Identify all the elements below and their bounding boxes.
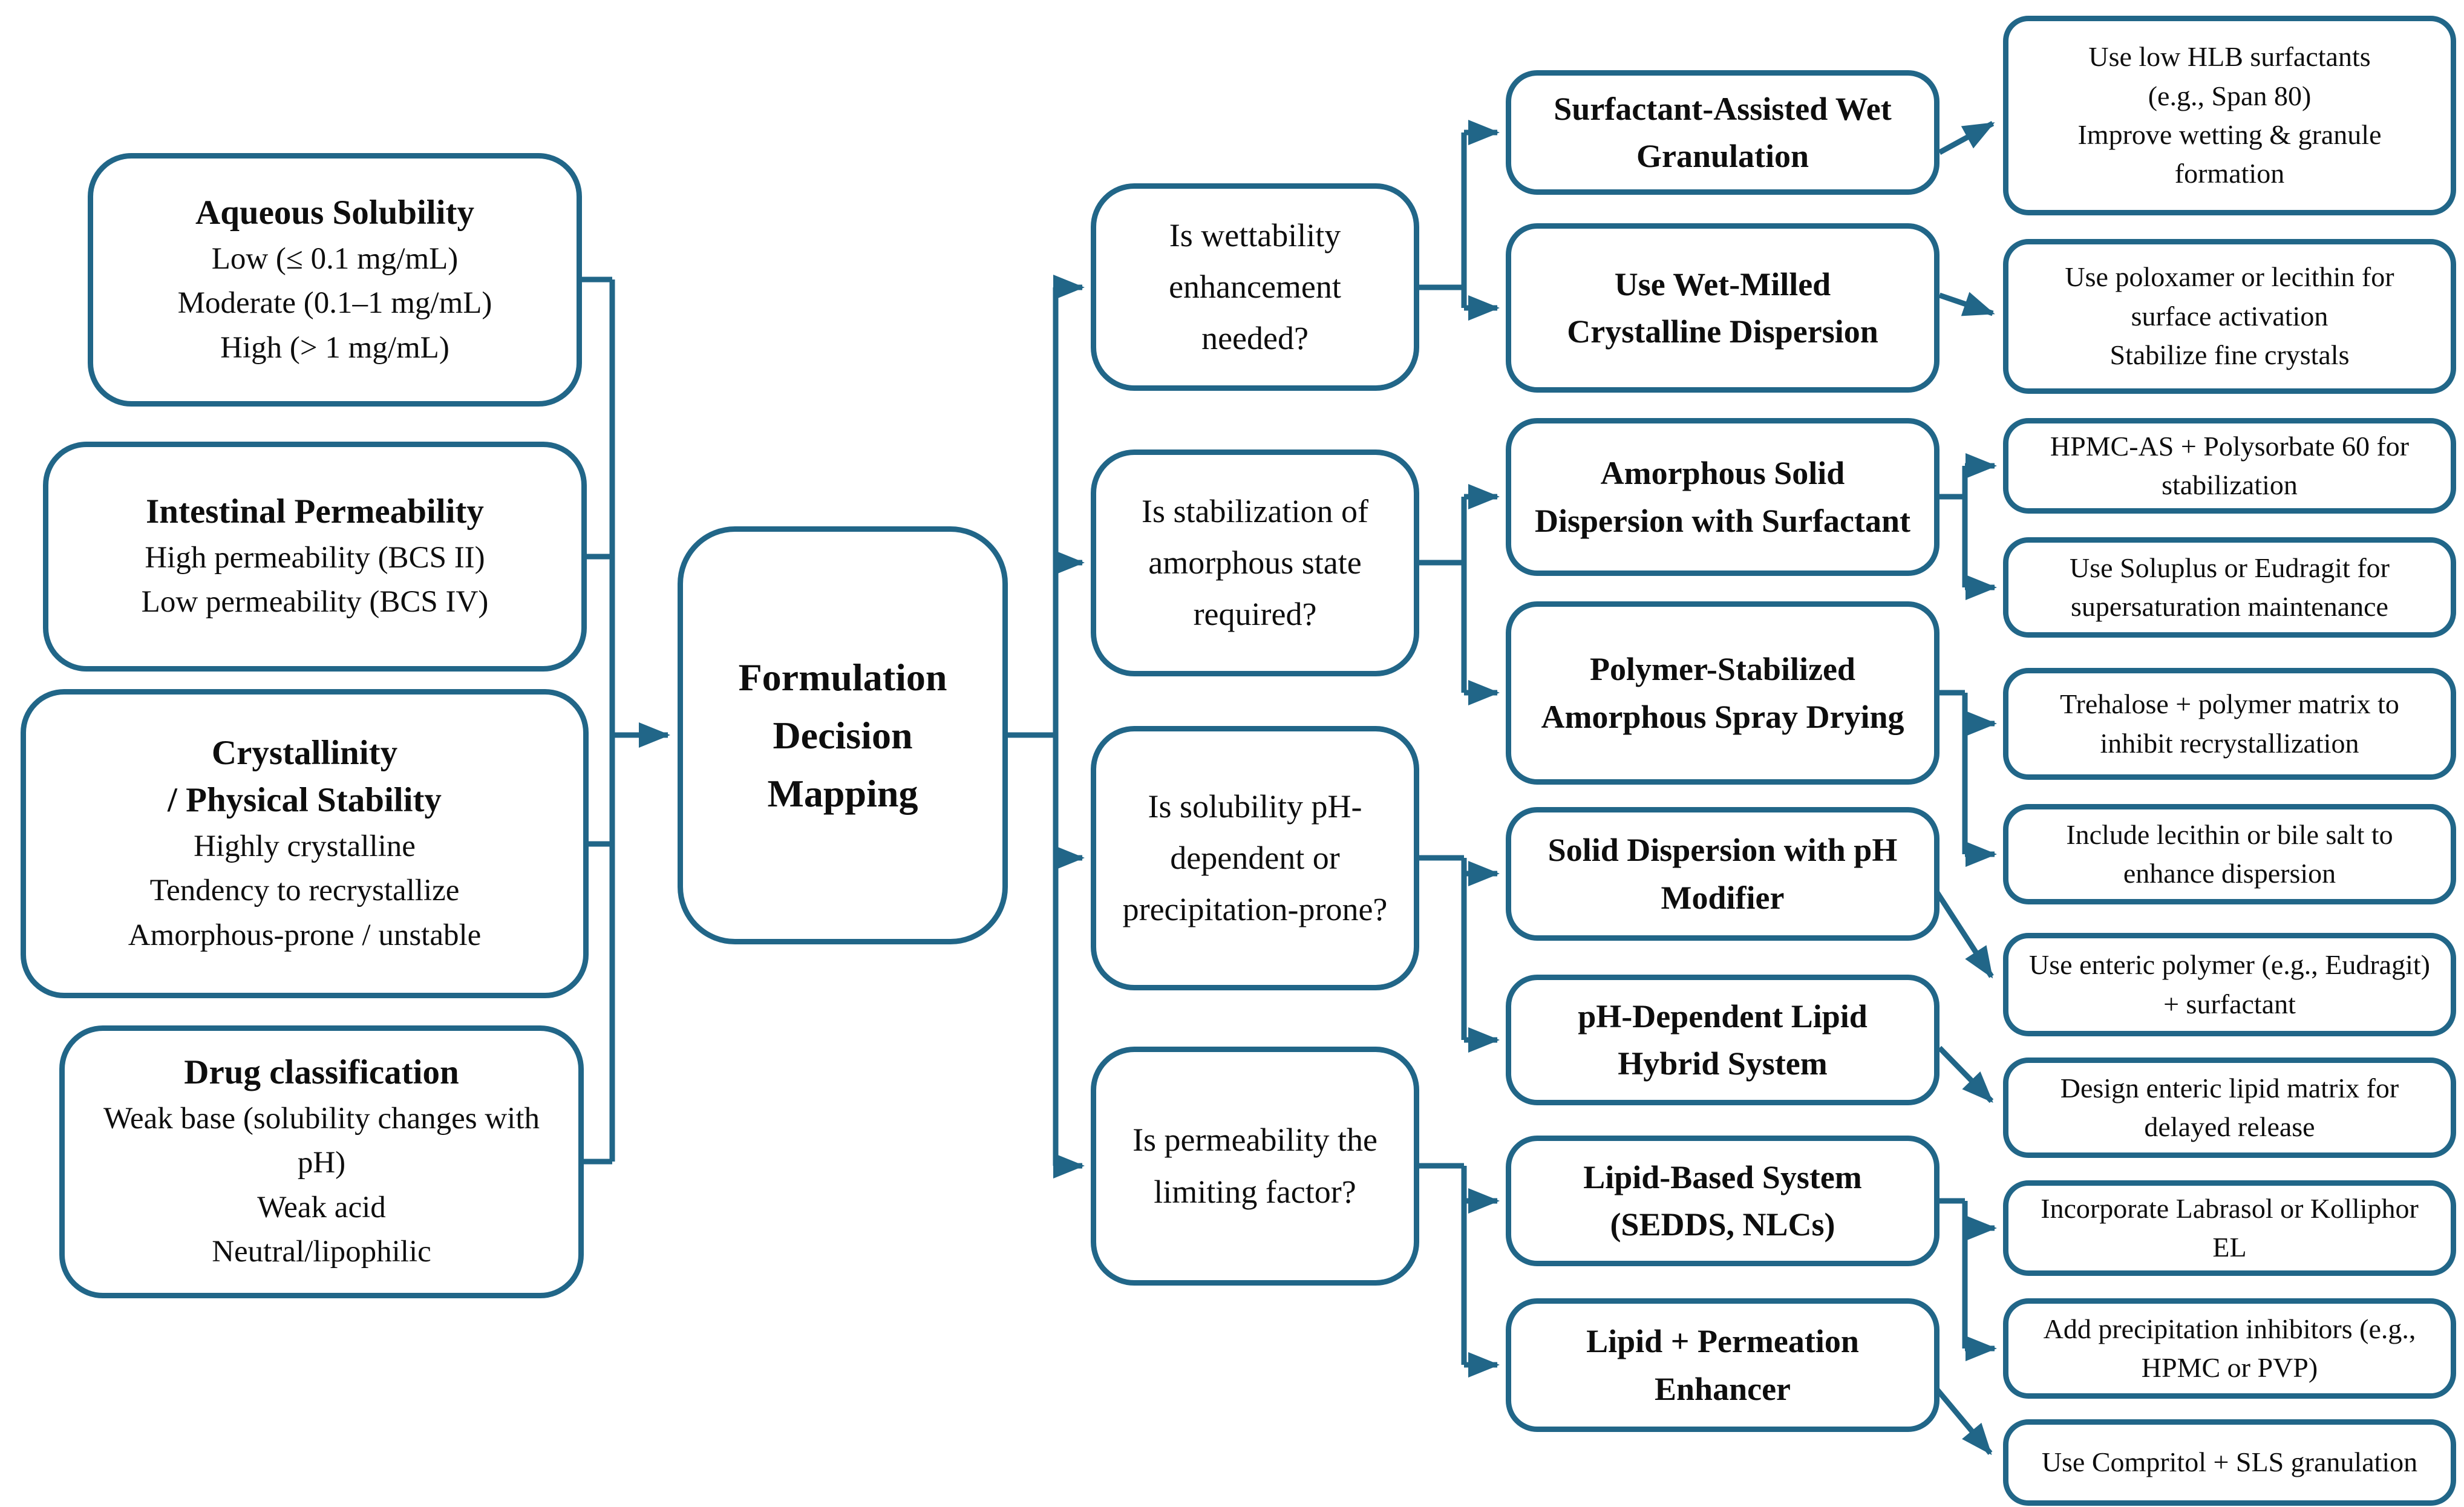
strategy-amorphous-solid-dispersion-surfactant: Amorphous Solid Dispersion with Surfacta… xyxy=(1506,418,1940,576)
reco-text: Use Compritol + SLS granulation xyxy=(2041,1447,2418,1478)
input-title: Drug classification xyxy=(184,1053,459,1092)
reco-line: Use low HLB surfactants xyxy=(2088,41,2371,73)
strategy-solid-dispersion-ph-modifier: Solid Dispersion with pH Modifier xyxy=(1506,807,1940,941)
input-line: Moderate (0.1–1 mg/mL) xyxy=(177,286,492,321)
edge-b5-r7-arrow xyxy=(1933,889,1994,979)
strategy-text: Solid Dispersion with pH Modifier xyxy=(1547,832,1898,916)
edge-q2-bracket xyxy=(1419,497,1467,693)
input-line: Neutral/lipophilic xyxy=(212,1235,431,1269)
input-line: Highly crystalline xyxy=(194,829,416,863)
input-drug-classification: Drug classification Weak base (solubilit… xyxy=(59,1025,584,1298)
input-line: Tendency to recrystallize xyxy=(149,874,460,908)
question-text: Is wettability enhancement needed? xyxy=(1169,217,1341,357)
reco-hpmc-as-polysorbate: HPMC-AS + Polysorbate 60 for stabilizati… xyxy=(2003,418,2456,514)
reco-text: Use Soluplus or Eudragit for supersatura… xyxy=(2070,552,2390,622)
reco-text: Trehalose + polymer matrix to inhibit re… xyxy=(2060,688,2399,759)
strategy-surfactant-assisted-wet-granulation: Surfactant-Assisted Wet Granulation xyxy=(1506,70,1940,195)
input-title: Intestinal Permeability xyxy=(146,492,484,531)
reco-text: Add precipitation inhibitors (e.g., HPMC… xyxy=(2043,1313,2416,1383)
input-title: / Physical Stability xyxy=(168,781,442,820)
question-permeability: Is permeability the limiting factor? xyxy=(1091,1047,1419,1286)
edge-b3-bracket xyxy=(1940,466,1968,587)
strategy-polymer-stabilized-amorphous-spray-drying: Polymer-Stabilized Amorphous Spray Dryin… xyxy=(1506,601,1940,785)
input-intestinal-permeability: Intestinal Permeability High permeabilit… xyxy=(43,442,587,672)
reco-poloxamer-lecithin: Use poloxamer or lecithin for surface ac… xyxy=(2003,239,2456,394)
input-title: Aqueous Solubility xyxy=(195,194,474,232)
reco-line: Stabilize fine crystals xyxy=(2109,339,2350,371)
edge-b6-r8-arrow xyxy=(1937,1045,1994,1103)
center-formulation-decision-mapping: Formulation Decision Mapping xyxy=(678,526,1008,944)
edge-inputs-trunk xyxy=(582,276,615,1165)
input-title: Crystallinity xyxy=(211,733,398,772)
reco-text: Incorporate Labrasol or Kolliphor EL xyxy=(2041,1192,2419,1263)
edge-b8-r11-arrow xyxy=(1932,1385,1993,1456)
strategy-text: Surfactant-Assisted Wet Granulation xyxy=(1554,90,1892,174)
strategy-text: Use Wet-Milled Crystalline Dispersion xyxy=(1567,266,1878,350)
strategy-lipid-permeation-enhancer: Lipid + Permeation Enhancer xyxy=(1506,1298,1940,1432)
reco-lecithin-bile-salt: Include lecithin or bile salt to enhance… xyxy=(2003,804,2456,904)
edge-b1-r1-arrow xyxy=(1938,121,1995,155)
input-line: Weak acid xyxy=(257,1190,386,1224)
edge-q1-bracket xyxy=(1419,132,1467,308)
strategy-text: Lipid + Permeation Enhancer xyxy=(1586,1323,1859,1407)
reco-line: Use poloxamer or lecithin for surface ac… xyxy=(2065,261,2394,332)
input-line: High permeability (BCS II) xyxy=(145,540,485,575)
edge-b2-r2-arrow xyxy=(1938,292,1995,316)
edge-q3-bracket xyxy=(1419,855,1467,1040)
input-line: Weak base (solubility changes with pH) xyxy=(103,1101,540,1180)
strategy-ph-dependent-lipid-hybrid-system: pH-Dependent Lipid Hybrid System xyxy=(1506,975,1940,1105)
edge-b7-bracket xyxy=(1940,1198,1968,1348)
reco-line: Improve wetting & granule formation xyxy=(2077,119,2382,189)
strategy-text: Polymer-Stabilized Amorphous Spray Dryin… xyxy=(1541,651,1904,735)
edge-center-questions-trunk xyxy=(1008,287,1059,1166)
reco-soluplus-eudragit: Use Soluplus or Eudragit for supersatura… xyxy=(2003,537,2456,638)
center-title: Formulation Decision Mapping xyxy=(738,655,947,815)
reco-labrasol-kolliphor: Incorporate Labrasol or Kolliphor EL xyxy=(2003,1180,2456,1276)
question-stabilization: Is stabilization of amorphous state requ… xyxy=(1091,449,1419,676)
reco-text: HPMC-AS + Polysorbate 60 for stabilizati… xyxy=(2050,430,2410,500)
reco-text: Use enteric polymer (e.g., Eudragit) + s… xyxy=(2029,949,2430,1019)
reco-enteric-lipid-matrix: Design enteric lipid matrix for delayed … xyxy=(2003,1058,2456,1158)
strategy-wet-milled-crystalline-dispersion: Use Wet-Milled Crystalline Dispersion xyxy=(1506,223,1940,393)
input-crystallinity-physical-stability: Crystallinity / Physical Stability Highl… xyxy=(21,689,589,998)
question-text: Is stabilization of amorphous state requ… xyxy=(1142,492,1368,633)
strategy-lipid-based-system: Lipid-Based System (SEDDS, NLCs) xyxy=(1506,1136,1940,1266)
reco-precipitation-inhibitors: Add precipitation inhibitors (e.g., HPMC… xyxy=(2003,1298,2456,1399)
input-aqueous-solubility: Aqueous Solubility Low (≤ 0.1 mg/mL) Mod… xyxy=(88,153,582,407)
input-line: High (> 1 mg/mL) xyxy=(220,330,449,365)
input-line: Amorphous-prone / unstable xyxy=(128,918,482,952)
reco-text: Include lecithin or bile salt to enhance… xyxy=(2066,819,2393,889)
edge-q4-bracket xyxy=(1419,1163,1467,1365)
reco-text: Design enteric lipid matrix for delayed … xyxy=(2060,1072,2399,1142)
question-text: Is permeability the limiting factor? xyxy=(1132,1122,1377,1210)
reco-compritol-sls-granulation: Use Compritol + SLS granulation xyxy=(2003,1419,2456,1506)
reco-line: (e.g., Span 80) xyxy=(2148,80,2312,111)
input-line: Low permeability (BCS IV) xyxy=(141,585,489,619)
strategy-text: Amorphous Solid Dispersion with Surfacta… xyxy=(1534,455,1911,539)
question-ph-dependence: Is solubility pH-dependent or precipitat… xyxy=(1091,726,1419,990)
edge-b4-bracket xyxy=(1940,690,1968,854)
reco-enteric-polymer-surfactant: Use enteric polymer (e.g., Eudragit) + s… xyxy=(2003,933,2456,1036)
reco-trehalose-polymer-matrix: Trehalose + polymer matrix to inhibit re… xyxy=(2003,668,2456,780)
strategy-text: pH-Dependent Lipid Hybrid System xyxy=(1578,998,1868,1082)
input-line: Low (≤ 0.1 mg/mL) xyxy=(211,241,459,276)
question-wettability: Is wettability enhancement needed? xyxy=(1091,183,1419,391)
strategy-text: Lipid-Based System (SEDDS, NLCs) xyxy=(1583,1159,1862,1243)
question-text: Is solubility pH-dependent or precipitat… xyxy=(1122,788,1388,928)
reco-low-hlb-surfactants: Use low HLB surfactants (e.g., Span 80) … xyxy=(2003,16,2456,215)
